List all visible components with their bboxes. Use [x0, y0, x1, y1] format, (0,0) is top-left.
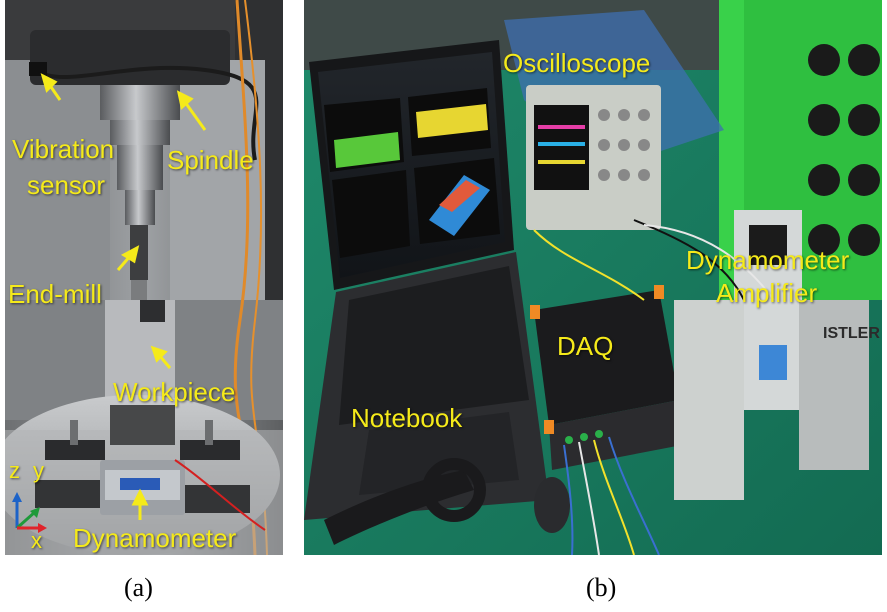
amplifier-brand-text: ISTLER	[823, 325, 880, 342]
label-end-mill: End-mill	[8, 279, 102, 309]
machining-setup-illustration	[5, 0, 283, 555]
caption-a: (a)	[124, 573, 153, 602]
label-workpiece: Workpiece	[113, 377, 236, 407]
caption-b: (b)	[586, 573, 617, 602]
label-spindle: Spindle	[167, 145, 254, 175]
coordinate-axes	[12, 492, 47, 533]
label-dynamometer-amplifier-line2: Amplifier	[716, 278, 818, 308]
label-dynamometer: Dynamometer	[73, 523, 237, 553]
axis-label-x: x	[31, 528, 42, 553]
label-dynamometer-amplifier-line1: Dynamometer	[686, 245, 850, 275]
label-daq: DAQ	[557, 331, 614, 361]
axis-label-z: z	[9, 458, 20, 483]
label-oscilloscope: Oscilloscope	[503, 48, 651, 78]
axis-label-y: y	[33, 458, 44, 483]
photo-machining-setup: Vibration sensor Spindle End-mill Workpi…	[5, 0, 283, 555]
annotation-arrows-a	[40, 73, 207, 520]
label-notebook: Notebook	[351, 403, 463, 433]
label-vibration-sensor-line1: Vibration	[12, 134, 115, 164]
photo-measurement-setup: Oscilloscope Dynamometer Amplifier DAQ N…	[304, 0, 882, 555]
label-vibration-sensor-line2: sensor	[27, 170, 106, 200]
measurement-setup-illustration	[304, 0, 882, 555]
